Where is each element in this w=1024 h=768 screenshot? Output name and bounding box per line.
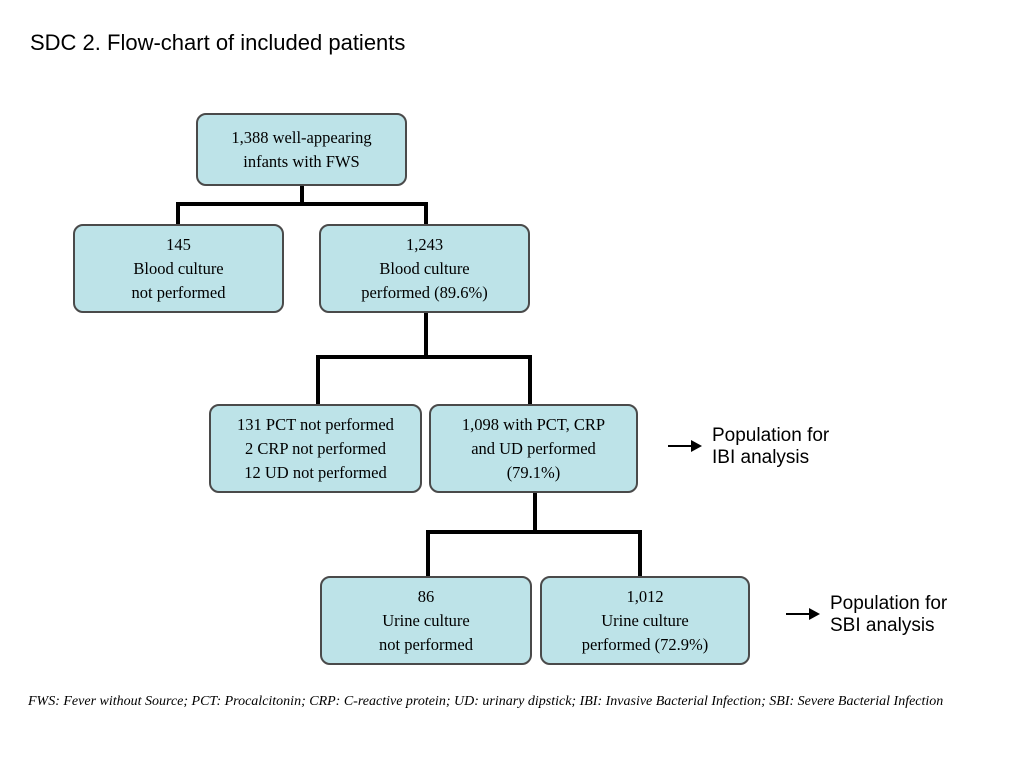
urine-culture-not-performed-box: 86 Urine culture not performed — [320, 576, 532, 665]
blood-yes-count: 1,243 — [405, 234, 444, 254]
blood-culture-not-performed-box: 145 Blood culture not performed — [73, 224, 284, 313]
blood-not-line-3: not performed — [131, 282, 226, 302]
root-box: 1,388 well-appearing infants with FWS — [196, 113, 407, 186]
page-title: SDC 2. Flow-chart of included patients — [30, 30, 406, 55]
connector-markers — [426, 492, 642, 578]
right-arrow-icon — [786, 608, 820, 620]
urine-not-line-2: Urine culture — [382, 610, 470, 630]
sbi-label-line-2: SBI analysis — [830, 615, 935, 636]
root-line-1: 1,388 well-appearing — [231, 127, 372, 147]
root-line-2: infants with FWS — [243, 151, 360, 171]
blood-culture-performed-box: 1,243 Blood culture performed (89.6%) — [319, 224, 530, 313]
markers-performed-box: 1,098 with PCT, CRP and UD performed (79… — [429, 404, 638, 493]
ibi-label-line-2: IBI analysis — [712, 447, 810, 468]
markers-yes-line-1: 1,098 with PCT, CRP — [461, 414, 606, 434]
urine-not-line-3: not performed — [379, 634, 473, 654]
blood-not-line-2: Blood culture — [133, 258, 224, 278]
markers-not-line-3: 12 UD not performed — [244, 462, 387, 482]
markers-yes-line-3: (79.1%) — [506, 462, 561, 482]
connector-root — [176, 186, 428, 226]
markers-not-line-2: 2 CRP not performed — [245, 438, 386, 458]
blood-not-count: 145 — [166, 234, 191, 254]
ibi-label-line-1: Population for — [712, 425, 830, 446]
blood-yes-line-3: performed (89.6%) — [361, 282, 488, 302]
blood-yes-line-2: Blood culture — [379, 258, 470, 278]
ibi-population-label: Population for IBI analysis — [668, 425, 829, 469]
sbi-label-line-1: Population for — [830, 593, 948, 614]
right-arrow-icon — [668, 440, 702, 452]
urine-not-count: 86 — [417, 586, 435, 606]
urine-culture-performed-box: 1,012 Urine culture performed (72.9%) — [540, 576, 750, 665]
urine-yes-line-3: performed (72.9%) — [581, 634, 709, 654]
markers-yes-line-2: and UD performed — [471, 438, 596, 458]
sbi-population-label: Population for SBI analysis — [786, 593, 947, 637]
connector-blood — [316, 312, 532, 406]
urine-yes-line-2: Urine culture — [601, 610, 689, 630]
markers-not-line-1: 131 PCT not performed — [237, 414, 394, 434]
markers-not-performed-box: 131 PCT not performed 2 CRP not performe… — [209, 404, 422, 493]
urine-yes-count: 1,012 — [626, 586, 664, 606]
abbreviations-footnote: FWS: Fever without Source; PCT: Procalci… — [28, 694, 944, 709]
